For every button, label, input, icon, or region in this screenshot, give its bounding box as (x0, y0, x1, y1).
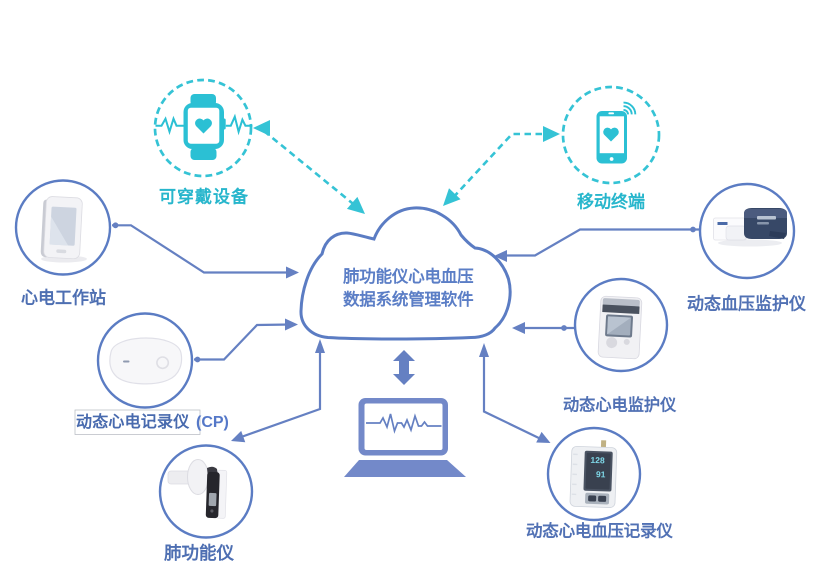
svg-text:动态血压监护仪: 动态血压监护仪 (687, 294, 807, 314)
svg-text:91: 91 (596, 469, 606, 479)
svg-text:动态心电监护仪: 动态心电监护仪 (563, 396, 677, 415)
svg-text:(CP): (CP) (196, 414, 229, 431)
svg-text:移动终端: 移动终端 (577, 192, 645, 212)
svg-text:肺功能仪心电血压: 肺功能仪心电血压 (343, 266, 474, 286)
svg-text:动态心电记录仪: 动态心电记录仪 (76, 412, 190, 431)
svg-text:心电工作站: 心电工作站 (21, 288, 106, 308)
svg-text:128: 128 (590, 455, 605, 465)
svg-text:肺功能仪: 肺功能仪 (164, 543, 234, 563)
svg-text:数据系统管理软件: 数据系统管理软件 (343, 289, 474, 309)
svg-text:动态心电血压记录仪: 动态心电血压记录仪 (526, 521, 673, 541)
svg-text:可穿戴设备: 可穿戴设备 (159, 187, 249, 207)
